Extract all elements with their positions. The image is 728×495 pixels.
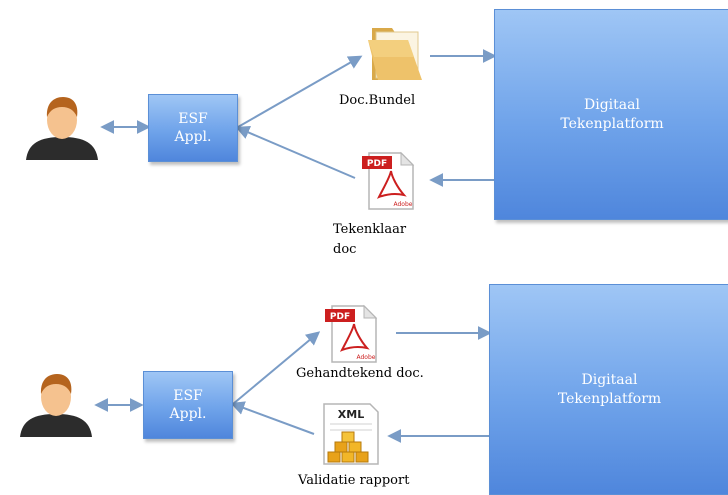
arrow-esf-signed-pdf (232, 331, 321, 405)
validation-report-label: Validatie rapport (298, 473, 410, 488)
platform-title-line1: Digitaal (581, 371, 638, 388)
arrow-xml-esf (230, 401, 315, 435)
ready-doc-label-line2: doc (333, 242, 357, 257)
arrow-pdf-esf (235, 125, 356, 179)
pdf-badge-text: PDF (367, 159, 387, 169)
esf-application-box: ESF Appl. (143, 371, 233, 439)
user-icon (16, 370, 96, 437)
ready-doc-label-line1: Tekenklaar (333, 222, 407, 237)
platform-title-line2: Tekenplatform (560, 115, 664, 132)
arrow-esf-folder (237, 55, 363, 128)
xml-icon: XML (318, 402, 384, 468)
platform-title-line1: Digitaal (584, 96, 640, 113)
doc-bundle-label: Doc.Bundel (339, 93, 416, 108)
pdf-icon: PDF Adobe (320, 302, 384, 366)
signed-doc-label: Gehandtekend doc. (296, 366, 424, 381)
esf-title: ESF (178, 111, 208, 127)
pdf-brand-text: Adobe (357, 354, 376, 361)
folder-icon (362, 20, 428, 86)
esf-subtitle: Appl. (174, 129, 212, 145)
pdf-badge-text: PDF (330, 312, 350, 322)
esf-title: ESF (173, 388, 203, 404)
esf-subtitle: Appl. (169, 406, 207, 422)
pdf-icon: PDF Adobe (357, 149, 421, 213)
user-icon (22, 93, 102, 160)
esf-application-box: ESF Appl. (148, 94, 238, 162)
platform-title-line2: Tekenplatform (557, 390, 662, 407)
pdf-brand-text: Adobe (394, 201, 413, 208)
xml-badge-text: XML (338, 408, 364, 421)
